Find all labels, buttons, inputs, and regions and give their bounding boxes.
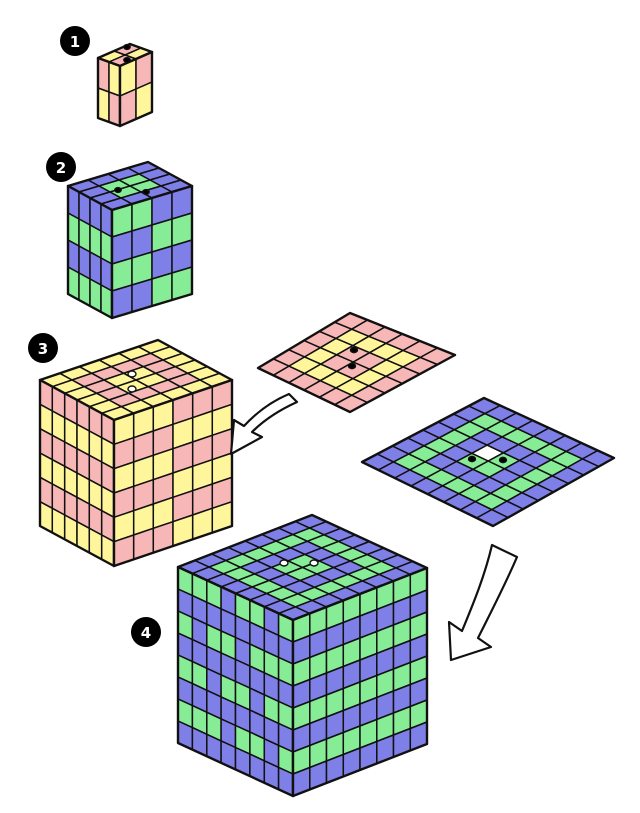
cell xyxy=(108,91,121,127)
c4-left-face xyxy=(176,565,295,798)
cell xyxy=(97,57,110,93)
face-outline xyxy=(360,396,616,528)
marker-dot xyxy=(498,456,508,464)
blue-green-layer-sheet xyxy=(360,396,616,528)
cube-step-2 xyxy=(66,160,194,320)
step-badge-3: 3 xyxy=(28,333,58,363)
sheet-blue-green xyxy=(360,396,616,528)
step-number: 3 xyxy=(38,340,48,358)
face-outline xyxy=(291,566,429,798)
marker-dot xyxy=(309,559,319,567)
arrow-sheet-to-cube-3 xyxy=(229,392,299,456)
cube-step-4 xyxy=(176,513,429,798)
cube-step-3 xyxy=(38,338,234,568)
face-outline xyxy=(256,311,457,414)
marker-dot xyxy=(114,186,122,194)
cell xyxy=(97,87,110,123)
c4-top-face xyxy=(176,513,429,622)
step-number: 1 xyxy=(70,33,80,51)
c2-top-face xyxy=(66,160,194,212)
step-number: 2 xyxy=(56,159,66,177)
c2-right-face xyxy=(110,184,194,320)
marker-dot xyxy=(279,559,289,567)
c1-left-face xyxy=(96,56,122,128)
cell xyxy=(108,61,121,97)
c1-right-face xyxy=(118,50,154,128)
face-outline xyxy=(110,184,194,320)
c3-right-face xyxy=(112,378,234,568)
marker-dot xyxy=(347,362,357,370)
marker-dot xyxy=(123,43,131,51)
c4-right-face xyxy=(291,566,429,798)
face-outline xyxy=(112,378,234,568)
marker-dot xyxy=(127,370,137,378)
step-number: 4 xyxy=(141,624,151,642)
step-badge-1: 1 xyxy=(60,26,90,56)
marker-dot xyxy=(467,455,477,463)
marker-dot xyxy=(127,385,137,393)
marker-dot xyxy=(349,346,359,354)
sheet-pink-yellow xyxy=(256,311,457,414)
c2-left-face xyxy=(66,184,114,320)
step-badge-4: 4 xyxy=(131,617,161,647)
face-outline xyxy=(118,50,154,128)
marker-dot xyxy=(142,188,150,196)
arrow-sheet-to-cube-4 xyxy=(447,543,519,662)
pink-yellow-layer-sheet xyxy=(256,311,457,414)
step-badge-2: 2 xyxy=(46,152,76,182)
cube-step-1 xyxy=(96,42,154,128)
marker-dot xyxy=(123,56,131,64)
